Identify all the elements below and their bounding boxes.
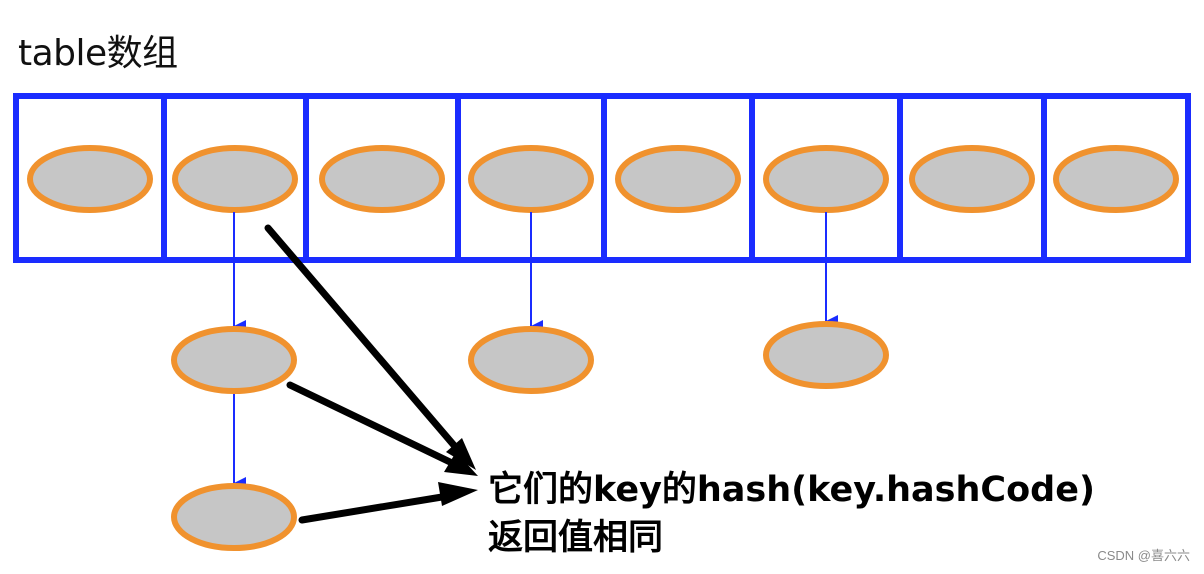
bucket-entry-node (909, 145, 1035, 213)
pointer-arrowhead-2 (444, 452, 478, 476)
bucket-entry-node (763, 145, 889, 213)
bucket-entry-node (615, 145, 741, 213)
annotation-line-1: 它们的key的hash(key.hashCode) (488, 470, 1095, 510)
table-array-label: table数组 (18, 33, 178, 74)
chain-nodes (171, 321, 889, 551)
bucket-entry-node (1053, 145, 1179, 213)
pointer-arrows (264, 224, 478, 524)
pointer-arrow-from-node-2 (298, 492, 452, 524)
chain-links (232, 212, 838, 491)
chain-node (763, 321, 889, 389)
pointer-arrowhead-3 (438, 482, 478, 506)
chain-node (468, 326, 594, 394)
bucket-entry-node (172, 145, 298, 213)
pointer-arrow-from-bucket (264, 224, 462, 454)
chain-node (171, 483, 297, 551)
csdn-watermark: CSDN @喜六六 (1097, 548, 1190, 563)
bucket-entry-node (468, 145, 594, 213)
bucket-entry-node (319, 145, 445, 213)
table-buckets (13, 93, 1191, 263)
pointer-arrow-from-node-1 (286, 381, 454, 466)
pointer-arrowhead-1 (446, 438, 476, 470)
annotation-line-2: 返回值相同 (488, 518, 664, 558)
chain-node (171, 326, 297, 394)
same-hash-annotation: 它们的key的hash(key.hashCode) 返回值相同 (488, 466, 1095, 562)
bucket-entry-node (27, 145, 153, 213)
